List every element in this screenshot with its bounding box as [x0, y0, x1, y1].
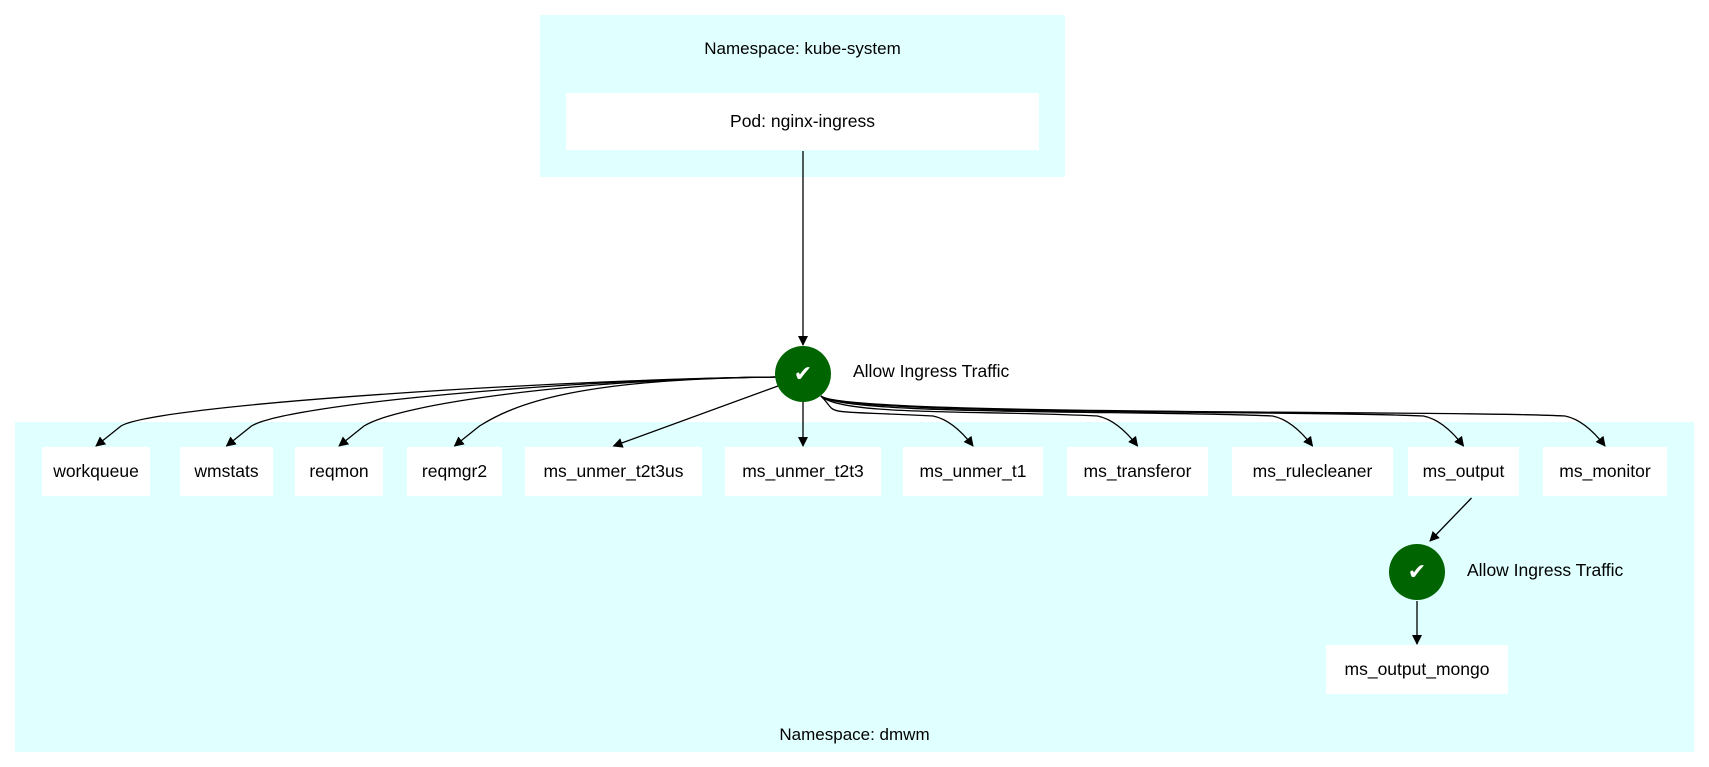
service-ms-rulecleaner[interactable]: ms_rulecleaner	[1232, 447, 1393, 496]
edge-policy-to-ms-output	[820, 395, 1465, 447]
policy-allow-ingress-check-icon[interactable]: ✔	[775, 346, 831, 402]
edge-policy-to-ms-unmer-t2t3us	[612, 385, 779, 448]
pod-nginx-ingress[interactable]: Pod: nginx-ingress	[566, 93, 1039, 150]
service-reqmgr2[interactable]: reqmgr2	[407, 447, 502, 496]
service-ms-transferor[interactable]: ms_transferor	[1067, 447, 1208, 496]
service-ms-output-mongo[interactable]: ms_output_mongo	[1326, 645, 1508, 694]
edge-policy-to-ms-rulecleaner	[820, 395, 1314, 447]
namespace-dmwm-label: Namespace: dmwm	[779, 725, 930, 744]
policy-allow-ingress-label: Allow Ingress Traffic	[853, 361, 1010, 381]
policy-output-allow-ingress-check-icon[interactable]: ✔	[1389, 544, 1445, 600]
service-workqueue[interactable]: workqueue	[42, 447, 150, 496]
service-reqmon[interactable]: reqmon	[295, 447, 383, 496]
service-wmstats[interactable]: wmstats	[180, 447, 273, 496]
edge-ms-output-to-policy	[1429, 497, 1472, 542]
edge-policy-to-ms-transferor	[820, 395, 1139, 447]
service-ms-unmer-t2t3us[interactable]: ms_unmer_t2t3us	[525, 447, 702, 496]
service-ms-monitor[interactable]: ms_monitor	[1543, 447, 1667, 496]
service-ms-unmer-t1[interactable]: ms_unmer_t1	[903, 447, 1043, 496]
service-ms-unmer-t2t3[interactable]: ms_unmer_t2t3	[725, 447, 881, 496]
edge-policy-to-reqmon	[338, 376, 777, 447]
check-icon: ✔	[793, 361, 813, 387]
check-icon: ✔	[1407, 559, 1427, 585]
edge-policy-to-workqueue	[95, 376, 777, 447]
service-ms-output[interactable]: ms_output	[1408, 447, 1519, 496]
namespace-kube-system-label: Namespace: kube-system	[704, 39, 901, 58]
edge-policy-to-ms-unmer-t1	[820, 395, 974, 447]
edge-policy-to-reqmgr2	[453, 376, 777, 447]
policy-output-allow-ingress-label: Allow Ingress Traffic	[1467, 560, 1624, 580]
edge-policy-to-ms-monitor	[820, 395, 1606, 447]
namespace-kube-system: Namespace: kube-system Pod: nginx-ingres…	[540, 15, 1065, 177]
